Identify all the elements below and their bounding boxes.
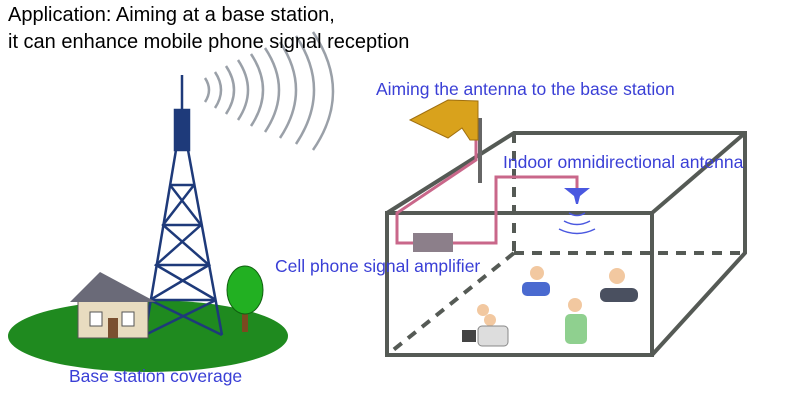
- amplifier-icon: [413, 233, 453, 252]
- tree-icon: [226, 265, 264, 332]
- label-amplifier: Cell phone signal amplifier: [275, 256, 481, 276]
- label-coverage: Base station coverage: [69, 366, 243, 386]
- building-box: [385, 131, 747, 357]
- label-indoor-antenna: Indoor omnidirectional antenna: [503, 152, 744, 172]
- label-aiming-antenna: Aiming the antenna to the base station: [376, 79, 675, 99]
- people-icons: [462, 266, 638, 347]
- title-line-1: Application: Aiming at a base station,: [8, 4, 335, 26]
- directional-antenna-icon: [408, 99, 479, 141]
- antenna-mast: [478, 118, 482, 183]
- tower-signal-waves-icon: [203, 31, 335, 151]
- base-station-tower-icon: [143, 75, 224, 337]
- house-icon: [70, 272, 156, 339]
- indoor-antenna-icon: [564, 188, 590, 204]
- title-line-2: it can enhance mobile phone signal recep…: [8, 31, 410, 53]
- indoor-signal-waves-icon: [558, 212, 596, 235]
